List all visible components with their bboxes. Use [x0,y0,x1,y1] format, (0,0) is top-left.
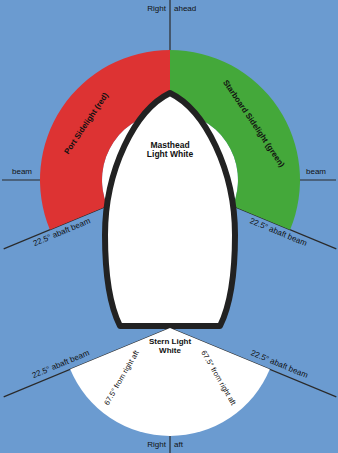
sector-label: Right [147,441,166,450]
sector-boundary-line [2,179,45,180]
sector-label: aft [174,441,183,450]
sector-label: Right [147,5,166,14]
sector-boundary-line [169,434,170,453]
sector-label: beam [12,168,32,177]
stern-light-sector: Stern Light White [60,326,280,438]
boat-hull: Masthead Light White [98,88,242,332]
light-label: Masthead Light White [146,141,194,160]
boat-hull-shape [105,93,235,326]
light-label: Stern Light White [145,338,195,356]
sector-label: ahead [174,5,196,14]
boat-hull-outline [98,88,242,332]
stern-light-sector-shape [70,328,270,436]
sector-label: beam [306,168,326,177]
